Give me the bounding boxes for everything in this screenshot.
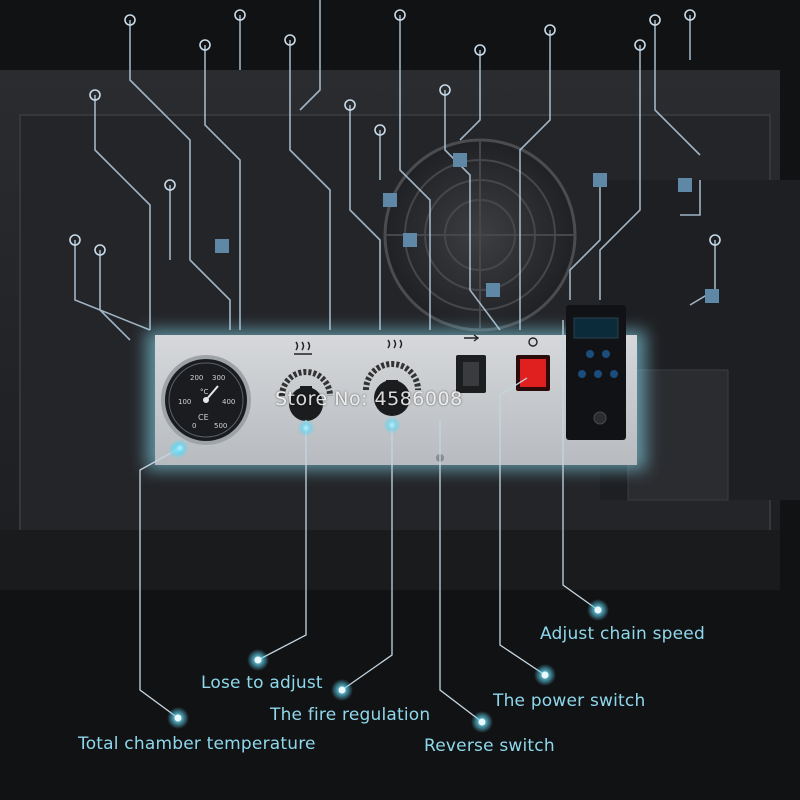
circuit-trace bbox=[444, 90, 501, 331]
leader-dot bbox=[594, 606, 602, 614]
circuit-node bbox=[164, 179, 176, 191]
circuit-node bbox=[234, 9, 246, 21]
circuit-trace bbox=[129, 20, 231, 330]
chain-speed-controller bbox=[566, 305, 626, 440]
callout-leader-lines bbox=[139, 320, 599, 723]
callout-total-chamber-temperature: Total chamber temperature bbox=[78, 734, 316, 754]
gauge-tick-400: 400 bbox=[222, 398, 235, 406]
callout-power-switch: The power switch bbox=[493, 691, 646, 711]
gauge-tick-200: 200 bbox=[190, 374, 203, 382]
circuit-trace bbox=[74, 240, 151, 331]
circuit-trace bbox=[204, 45, 241, 330]
leader-dot bbox=[174, 714, 182, 722]
circuit-node bbox=[344, 99, 356, 111]
circuit-trace bbox=[599, 45, 641, 300]
circuit-node bbox=[439, 84, 451, 96]
circuit-trace bbox=[99, 250, 131, 341]
circuit-trace bbox=[569, 180, 601, 300]
circuit-node bbox=[284, 34, 296, 46]
callout-reverse-switch: Reverse switch bbox=[424, 736, 555, 756]
circuit-trace bbox=[349, 105, 381, 330]
reverse-switch bbox=[456, 334, 486, 393]
circuit-node bbox=[544, 24, 556, 36]
circuit-trace bbox=[519, 30, 551, 330]
circuit-node bbox=[474, 44, 486, 56]
store-watermark: Store No: 4586008 bbox=[275, 388, 463, 410]
circuit-trace bbox=[399, 15, 431, 330]
circuit-trace bbox=[299, 0, 321, 111]
gauge-tick-0: 0 bbox=[192, 422, 196, 430]
circuit-lines bbox=[74, 0, 716, 341]
power-switch bbox=[516, 337, 550, 391]
gauge-unit: °C bbox=[200, 388, 209, 396]
callout-adjust-chain-speed: Adjust chain speed bbox=[540, 624, 705, 644]
circuit-node bbox=[649, 14, 661, 26]
component-glow-dot bbox=[297, 419, 315, 437]
circuit-node bbox=[709, 234, 721, 246]
circuit-node bbox=[394, 9, 406, 21]
circuit-trace bbox=[289, 40, 331, 330]
circuit-trace bbox=[680, 180, 701, 216]
circuit-node bbox=[684, 9, 696, 21]
fire-regulation-knob bbox=[363, 361, 421, 416]
circuit-node bbox=[678, 178, 692, 192]
circuit-nodes bbox=[69, 9, 721, 303]
circuit-node bbox=[634, 39, 646, 51]
thermometer-gauge: 100 200 300 400 500 0 °C CE bbox=[161, 355, 251, 445]
component-glow-dot bbox=[171, 439, 189, 457]
leader-line bbox=[562, 320, 599, 611]
leader-dot bbox=[541, 671, 549, 679]
callout-glow-dots bbox=[167, 416, 609, 733]
circuit-node bbox=[486, 283, 500, 297]
leader-line bbox=[139, 447, 181, 719]
leader-dot bbox=[338, 686, 346, 694]
circuit-node bbox=[453, 153, 467, 167]
heat-icon-1 bbox=[294, 341, 312, 355]
circuit-node bbox=[403, 233, 417, 247]
circuit-trace bbox=[459, 50, 481, 141]
callout-fire-regulation: The fire regulation bbox=[270, 705, 431, 725]
gauge-tick-300: 300 bbox=[212, 374, 225, 382]
leader-line bbox=[439, 420, 483, 723]
gauge-ce-mark: CE bbox=[198, 413, 209, 422]
circuit-node bbox=[705, 289, 719, 303]
leader-dot bbox=[478, 718, 486, 726]
circuit-node bbox=[124, 14, 136, 26]
gauge-tick-100: 100 bbox=[178, 398, 191, 406]
leader-dot bbox=[254, 656, 262, 664]
leader-line bbox=[341, 418, 393, 691]
leader-line bbox=[257, 420, 307, 661]
circuit-node bbox=[89, 89, 101, 101]
circuit-trace bbox=[654, 20, 701, 156]
heat-icon-2 bbox=[387, 339, 403, 349]
circuit-node bbox=[215, 239, 229, 253]
circuit-node bbox=[593, 173, 607, 187]
circuit-node bbox=[199, 39, 211, 51]
fan-grill bbox=[383, 138, 577, 332]
leader-line bbox=[499, 377, 546, 676]
circuit-node bbox=[374, 124, 386, 136]
temperature-knob-left bbox=[279, 369, 333, 421]
circuit-node bbox=[94, 244, 106, 256]
component-glow-dot bbox=[383, 416, 401, 434]
circuit-trace bbox=[94, 95, 151, 330]
callout-lose-to-adjust: Lose to adjust bbox=[201, 673, 323, 693]
gauge-tick-500: 500 bbox=[214, 422, 227, 430]
circuit-node bbox=[383, 193, 397, 207]
circuit-node bbox=[69, 234, 81, 246]
